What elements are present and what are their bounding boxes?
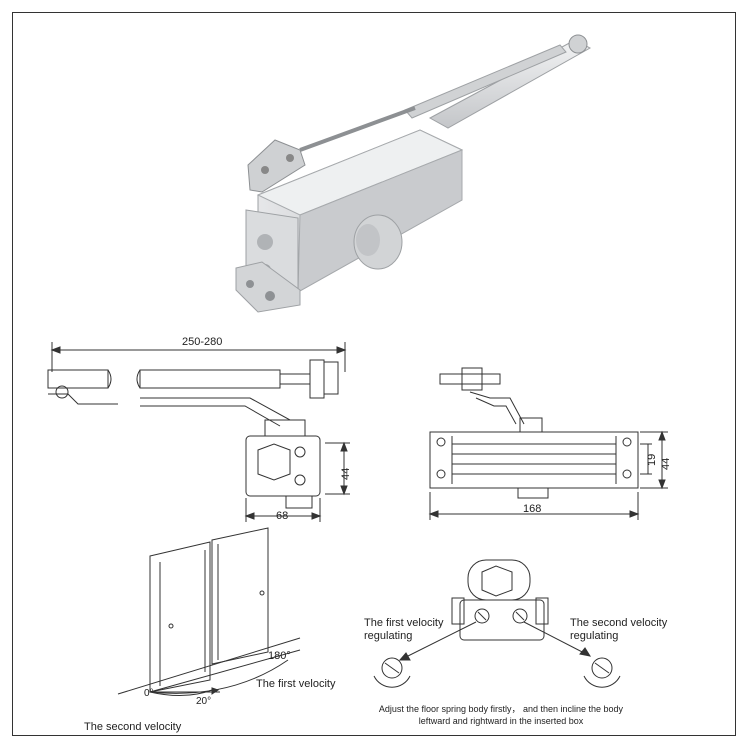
closer-front-body [429,431,639,489]
image-frame [12,12,736,736]
main-arm [428,39,592,129]
closer-end-view [245,435,321,497]
side-view-drawing [47,342,350,522]
first-velocity-regulating-line2: regulating [364,630,413,642]
adjust-note-line1: Adjust the floor spring body firstly， an… [378,704,624,714]
second-velocity-regulating-line2: regulating [570,630,619,642]
door-right-leaf [211,527,269,665]
dim-label-front-inner: 19 [646,453,658,466]
door-closer-photo [235,34,592,313]
adjust-note-line2: leftward and rightward in the inserted b… [418,716,584,726]
dim-label-front-length: 168 [523,503,542,515]
first-velocity-screw [474,608,490,624]
adjust-top-housing [467,559,531,601]
angle-open-label: 180° [268,650,291,662]
angle-20-label: 20° [196,696,212,707]
arm-right-segment [139,369,281,389]
upper-arm [404,44,567,119]
second-velocity-screw [512,608,528,624]
second-velocity-regulating-line1: The second velocity [570,617,668,629]
first-velocity-label: The first velocity [256,678,336,690]
angle-zero-label: 0° [144,688,154,699]
floor-line [117,637,301,695]
first-velocity-regulating-line1: The first velocity [364,617,444,629]
velocity-adjust-diagram [373,559,621,688]
second-screw-detail [591,657,613,679]
first-screw-detail [381,657,403,679]
arm-bracket [247,139,306,193]
mounting-plate [235,261,301,313]
front-view-drawing [428,367,668,520]
dim-label-arm-length: 250-280 [182,336,223,348]
dim-label-side-width: 68 [276,510,289,522]
door-left-leaf [149,541,211,693]
swing-arc [149,659,289,694]
threaded-rod [299,106,416,152]
hex-socket [257,443,291,481]
arm-left-segment [47,369,109,389]
adjust-body [459,599,545,641]
dim-label-side-height: 44 [340,467,352,480]
arm-pivot [568,34,588,54]
door-swing-diagram [117,527,301,696]
closer-top-cap [264,419,306,437]
second-velocity-label: The second velocity [84,721,182,733]
adjust-hex [481,565,513,597]
dim-label-front-height: 44 [660,457,672,470]
